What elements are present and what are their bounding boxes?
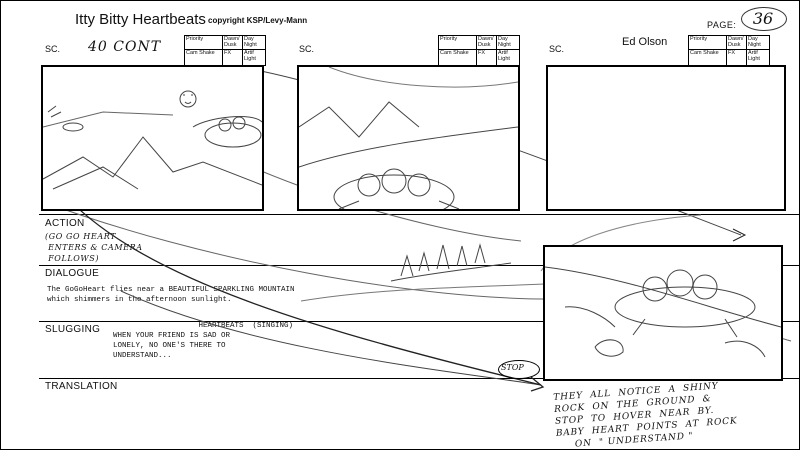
scene-label-3: SC. (549, 44, 565, 54)
action-divider (39, 214, 799, 215)
action-label: ACTION (45, 218, 85, 229)
panel-4-sketch (545, 266, 781, 358)
info-box-3: Priority Dawn/ Dusk Day Night Cam Shake … (688, 35, 770, 66)
panel-1 (41, 65, 264, 211)
cam-shake-cell: Cam Shake (439, 50, 477, 65)
dawn-dusk-cell: Dawn/ Dusk (477, 36, 497, 50)
dawn-dusk-cell: Dawn/ Dusk (223, 36, 243, 50)
translation-label: TRANSLATION (45, 381, 118, 392)
panel-4 (543, 245, 783, 381)
panel-2-sketch (299, 67, 518, 209)
cam-shake-cell: Cam Shake (689, 50, 727, 65)
artif-light-cell: Artif Light (498, 50, 510, 62)
priority-cell: Priority (439, 36, 477, 50)
dialogue-text: The GoGoHeart flies near a BEAUTIFUL SPA… (47, 286, 295, 304)
priority-cell: Priority (185, 36, 223, 50)
page-number: 36 (752, 9, 774, 28)
priority-cell: Priority (689, 36, 727, 50)
scene-label-2: SC. (299, 44, 315, 54)
sun-sketch (179, 90, 197, 108)
slugging-text: HEARTBEATS (SINGING) WHEN YOUR FRIEND IS… (113, 322, 294, 360)
slugging-label: SLUGGING (45, 324, 101, 335)
fx-cell: FX (477, 50, 497, 65)
scene-label-1: SC. (45, 44, 61, 54)
mountain-range (299, 101, 420, 138)
panel-2 (297, 65, 520, 211)
artif-light-cell: Artif Light (748, 50, 760, 62)
stop-note: STOP (501, 363, 524, 372)
translation-divider (39, 378, 799, 379)
day-night-cell: Day Night (747, 36, 769, 50)
artif-light-cell: Artif Light (244, 50, 256, 62)
mountain-range (43, 136, 262, 186)
fx-cell: FX (223, 50, 243, 65)
dialogue-label: DIALOGUE (45, 268, 100, 279)
gogoheart-vehicle (333, 174, 455, 209)
cam-shake-cell: Cam Shake (185, 50, 223, 65)
dialogue-divider (39, 265, 799, 266)
translation-handwritten-note: THEY ALL NOTICE A SHINY ROCK ON THE GROU… (553, 381, 738, 450)
dawn-dusk-cell: Dawn/ Dusk (727, 36, 747, 50)
fx-cell: FX (727, 50, 747, 65)
stop-circle (498, 360, 540, 379)
slugging-divider (39, 321, 799, 322)
page-label: PAGE: (707, 20, 737, 30)
artist-name: Ed Olson (622, 36, 668, 48)
info-box-2: Priority Dawn/ Dusk Day Night Cam Shake … (438, 35, 520, 66)
panel-1-sketch (43, 90, 262, 190)
info-box-1: Priority Dawn/ Dusk Day Night Cam Shake … (184, 35, 266, 66)
scene-note-1: 40 CONT (88, 39, 162, 55)
panel-3 (546, 65, 786, 211)
show-title: Itty Bitty Heartbeats (75, 11, 206, 28)
day-night-cell: Day Night (497, 36, 519, 50)
page-number-circle (741, 7, 787, 31)
shiny-rock (594, 339, 624, 357)
copyright-notice: copyright KSP/Levy-Mann (208, 16, 308, 25)
gogoheart-vehicle (614, 286, 756, 328)
action-handwritten-note: (GO GO HEART ENTERS & CAMERA FOLLOWS) (45, 232, 143, 263)
day-night-cell: Day Night (243, 36, 265, 50)
